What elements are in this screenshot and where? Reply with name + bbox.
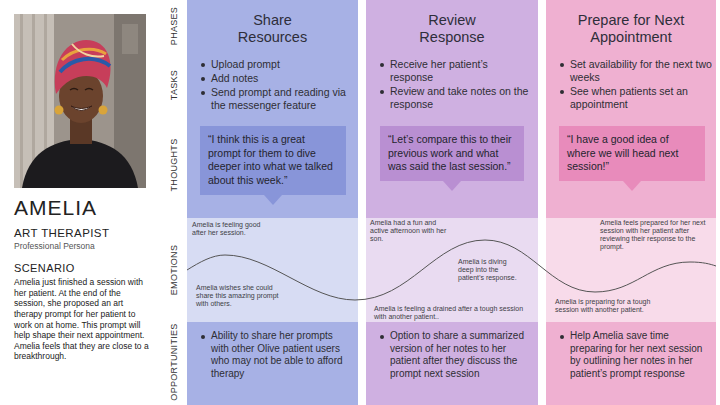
- task-list: Set availability for the next two weeksS…: [556, 58, 712, 113]
- opportunity-list: Help Amelia save time preparing for her …: [556, 330, 712, 381]
- thought-text: “I have a good idea of where we will hea…: [567, 133, 697, 174]
- task-item: Upload prompt: [197, 58, 353, 71]
- phase-column-fill: [366, 0, 538, 405]
- row-label: TASKS: [168, 40, 180, 130]
- emotion-note: Amelia is diving deep into the patient’s…: [458, 258, 520, 282]
- persona-name: AMELIA: [14, 196, 154, 220]
- phase-title: Review Response: [402, 12, 502, 47]
- phase-column: Prepare for Next AppointmentSet availabi…: [546, 0, 716, 405]
- phase-column-fill: [546, 0, 716, 405]
- task-list: Upload promptAdd notesSend prompt and re…: [197, 58, 353, 114]
- opportunity-list: Option to share a summarized version of …: [376, 330, 532, 381]
- thought-bubble: “Let’s compare this to their previous wo…: [380, 126, 524, 181]
- thought-bubble: “I have a good idea of where we will hea…: [559, 126, 705, 181]
- opportunity-list: Ability to share her prompts with other …: [197, 330, 353, 381]
- opportunity-item: Help Amelia save time preparing for her …: [556, 330, 712, 380]
- phase-title: Share Resources: [223, 12, 323, 47]
- emotion-note: Amelia had a fun and active afternoon wi…: [370, 219, 455, 243]
- thought-text: “I think this is a great prompt for them…: [208, 133, 338, 188]
- phase-column: Share ResourcesUpload promptAdd notesSen…: [187, 0, 358, 405]
- scenario-heading: SCENARIO: [14, 262, 154, 275]
- task-item: Set availability for the next two weeks: [556, 58, 712, 84]
- persona-photo: [14, 14, 146, 188]
- emotion-note: Amelia wishes she could share this amazi…: [196, 284, 292, 308]
- opportunity-item: Ability to share her prompts with other …: [197, 330, 353, 380]
- task-item: Review and take notes on the response: [376, 85, 532, 111]
- task-item: Add notes: [197, 72, 353, 85]
- opportunity-item: Option to share a summarized version of …: [376, 330, 532, 380]
- row-label: OPPORTUNITIES: [168, 320, 180, 404]
- task-list: Receive her patient’s responseReview and…: [376, 58, 532, 113]
- row-label: EMOTIONS: [168, 225, 180, 315]
- phase-column: Review ResponseReceive her patient’s res…: [366, 0, 538, 405]
- thought-bubble: “I think this is a great prompt for them…: [200, 126, 346, 195]
- thought-pointer: [264, 195, 282, 205]
- emotion-note: Amelia is feeling a drained after a toug…: [374, 305, 534, 321]
- thought-text: “Let’s compare this to their previous wo…: [388, 133, 516, 174]
- task-item: Receive her patient’s response: [376, 58, 532, 84]
- emotion-note: Amelia is feeling good after her session…: [192, 221, 264, 237]
- phase-column-fill: [187, 0, 358, 405]
- scenario-text: Amelia just finished a session with her …: [14, 277, 152, 362]
- row-label: PHASES: [168, 0, 180, 71]
- thought-pointer: [443, 181, 461, 191]
- emotion-band: [187, 218, 716, 322]
- row-label: THOUGHTS: [168, 120, 180, 210]
- persona-role: ART THERAPIST: [14, 226, 154, 240]
- task-item: See when patients set an appointment: [556, 85, 712, 111]
- task-item: Send prompt and reading via the messenge…: [197, 86, 353, 112]
- phase-title: Prepare for Next Appointment: [561, 12, 701, 47]
- emotion-note: Amelia is preparing for a tough session …: [555, 298, 665, 314]
- emotion-note: Amelia feels prepared for her next sessi…: [600, 219, 712, 251]
- thought-pointer: [623, 181, 641, 191]
- persona-type: Professional Persona: [14, 241, 154, 252]
